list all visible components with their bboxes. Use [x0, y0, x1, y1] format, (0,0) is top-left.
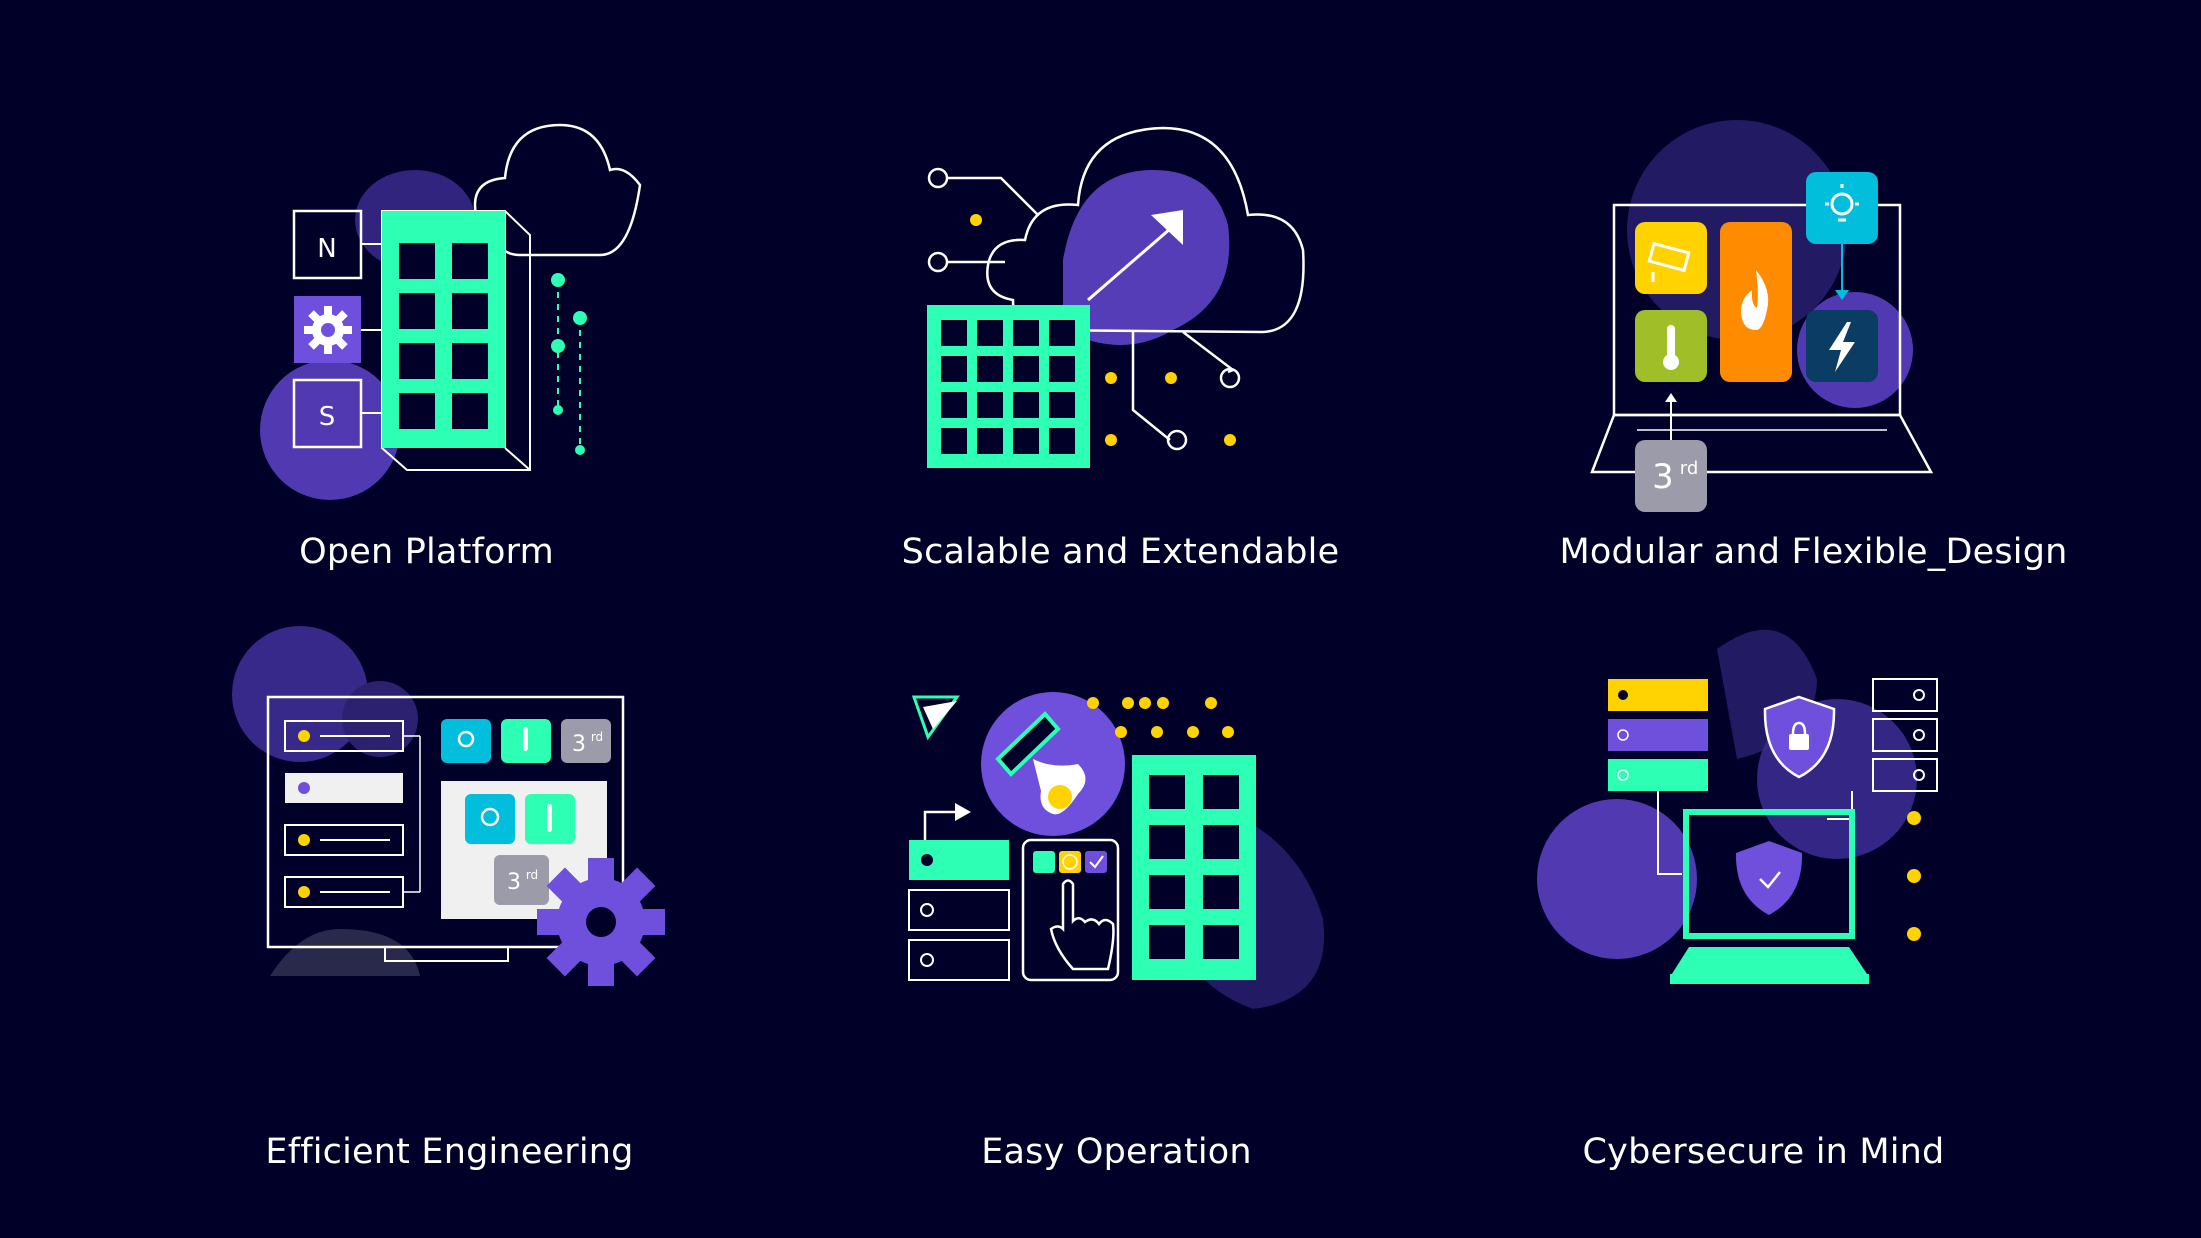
- smile-icon: [1062, 854, 1078, 870]
- hand-pointer-icon: [1049, 879, 1115, 971]
- feature-title: Efficient Engineering: [265, 1132, 634, 1172]
- third-party-badge-suffix: rd: [526, 868, 538, 882]
- shield-check-icon: [1735, 841, 1803, 915]
- cybersecure-icon: [1537, 629, 1938, 984]
- lightning-icon: [1829, 322, 1855, 372]
- feature-title: Cybersecure in Mind: [1582, 1132, 1945, 1172]
- third-party-badge-suffix: rd: [591, 730, 603, 744]
- thermometer-icon: [523, 727, 528, 751]
- third-party-badge: 3: [572, 732, 586, 757]
- third-party-badge: 3: [1652, 457, 1674, 497]
- feature-title: Scalable and Extendable: [901, 532, 1340, 572]
- check-icon: [1089, 855, 1104, 869]
- person-icon: [995, 711, 1086, 815]
- feature-cybersecure: Cybersecure in Mind: [1467, 619, 2200, 1238]
- easy-operation-icon: [908, 692, 1325, 1009]
- lightbulb-icon: [1825, 184, 1859, 222]
- flame-icon: [1741, 270, 1769, 330]
- modular-flexible-design-icon: 3 rd: [1590, 120, 1934, 512]
- feature-open-platform: N S: [0, 0, 733, 619]
- thermometer-icon: [1663, 325, 1679, 370]
- lightbulb-icon: [457, 730, 475, 748]
- camera-icon: [1647, 241, 1691, 282]
- letter-n: N: [317, 234, 336, 264]
- efficient-engineering-icon: 3 rd 3 rd: [232, 626, 665, 986]
- third-party-badge: 3: [507, 870, 521, 895]
- gear-icon: [304, 306, 352, 354]
- open-platform-icon: N S: [260, 123, 642, 500]
- feature-easy-operation: Easy Operation: [733, 619, 1466, 1238]
- feature-title: Modular and Flexible_Design: [1559, 532, 2068, 572]
- feature-efficient-engineering: 3 rd 3 rd: [0, 619, 733, 1238]
- feature-modular-flexible-design: 3 rd Modular and Flexible_Design: [1467, 0, 2200, 619]
- gear-icon: [537, 858, 665, 986]
- scalable-extendable-icon: [927, 126, 1305, 468]
- feature-scalable-extendable: Scalable and Extendable: [733, 0, 1466, 619]
- letter-s: S: [319, 402, 336, 432]
- third-party-badge-suffix: rd: [1680, 458, 1699, 479]
- feature-title: Open Platform: [299, 532, 554, 572]
- feature-title: Easy Operation: [981, 1132, 1252, 1172]
